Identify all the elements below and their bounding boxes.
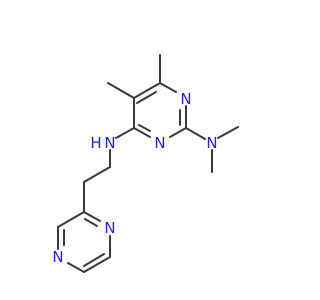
bond-c6-c5 [133,82,161,99]
pyrazine-ring [57,211,111,273]
bond-c6-n1 [159,82,177,93]
bond-pz-c2-n1-inner [84,218,98,227]
bond-pz-c5-n4 [67,262,85,273]
bond-c6-c5-inner [136,91,157,104]
atom-h-amine: H [90,134,101,152]
bond-ch2-ch2 [83,166,111,183]
molecule-structure-diagram: N N N N H N N [52,54,239,273]
atom-n-pyrazine-bottom: N [52,248,63,266]
bond-c2-n3 [169,127,187,138]
pyrimidine-ring [133,82,187,138]
bond-n3-c4 [133,127,151,138]
bond-n3-c4-inner [138,124,151,132]
atom-n-pyrazine-top: N [104,219,115,237]
atom-n-pyrimidine-bottom: N [154,134,165,152]
atom-n-pyrimidine-top: N [180,90,191,108]
atom-n-dimethylamino: N [206,134,217,152]
bond-c4-nh [115,127,135,139]
bond-c5-methyl [107,82,135,99]
bond-pz-c3-c2 [57,211,85,228]
bond-pz-c6-c5 [83,256,111,273]
bond-pz-c6-c5-inner [83,253,105,267]
bond-nme2-methyl-a [217,126,239,139]
atom-n-amine: N [104,134,115,152]
bond-pz-c2-n1 [83,211,101,222]
bond-c2-nme2 [185,127,206,140]
